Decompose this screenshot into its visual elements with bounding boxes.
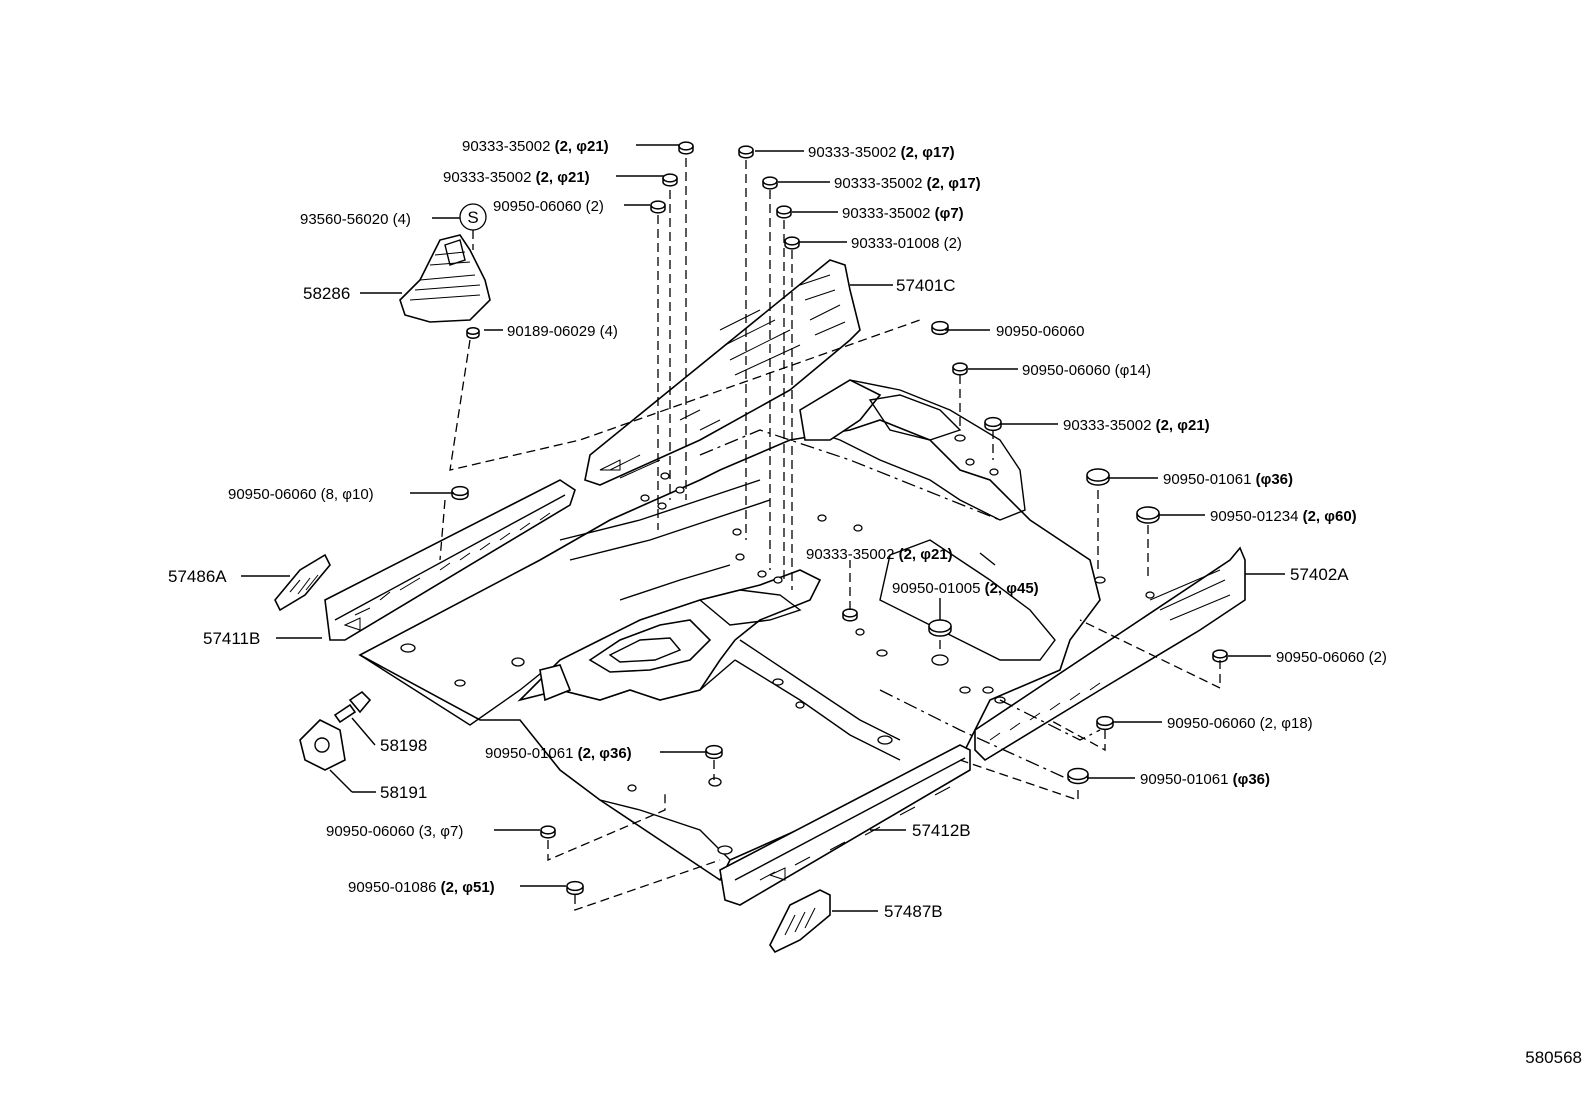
callout-c2: 90333-35002 (2, φ21) <box>443 169 590 186</box>
hole-plug-group <box>451 141 1228 896</box>
hole-plug-icon <box>1096 715 1114 731</box>
callout-c12: 90950-06060 <box>996 323 1084 340</box>
guide-lines <box>439 158 1221 911</box>
callout-c29: 90950-06060 (3, φ7) <box>326 823 463 840</box>
hole-plug-icon <box>984 416 1002 432</box>
hole-plug-icon <box>566 880 584 896</box>
hole-plug-icon <box>650 200 666 214</box>
clip-57486A <box>274 553 331 612</box>
hole-plug-icon <box>1067 767 1089 785</box>
figure-number: 580568 <box>1525 1048 1582 1067</box>
callout-c28: 58191 <box>380 783 427 802</box>
hole-plug-icon <box>1086 468 1110 486</box>
callout-c7: 90333-35002 (φ7) <box>842 205 964 222</box>
hole-plug-icon <box>762 176 778 190</box>
hole-plug-icon <box>466 326 480 340</box>
callout-c23: 90950-06060 (2) <box>1276 649 1387 666</box>
callout-c21: 90950-01005 (2, φ45) <box>892 580 1039 597</box>
hole-plug-icon <box>540 825 556 839</box>
service-symbol-letter: S <box>467 208 478 227</box>
callout-c31: 90950-01086 (2, φ51) <box>348 879 495 896</box>
hole-plug-icon <box>678 141 694 155</box>
hole-plug-icon <box>776 205 792 219</box>
clip-57487B <box>769 889 831 954</box>
floor-pan-illustration <box>358 379 1155 882</box>
scuff-plate-57402A <box>974 546 1246 762</box>
callout-labels: 90333-35002 (2, φ21) 90333-35002 (2, φ21… <box>168 138 1387 921</box>
callout-c32: 57487B <box>884 902 943 921</box>
hole-plug-icon <box>1136 506 1160 524</box>
leader-lines <box>241 144 1285 912</box>
callout-c4: 93560-56020 (4) <box>300 211 411 228</box>
callout-c16: 90950-06060 (8, φ10) <box>228 486 374 503</box>
callout-c19: 90333-35002 (2, φ21) <box>806 546 953 563</box>
callout-c11: 90189-06029 (4) <box>507 323 618 340</box>
scuff-plate-57412B <box>719 744 971 906</box>
scuff-plate-57401C <box>584 259 861 486</box>
callout-c5: 90333-35002 (2, φ17) <box>808 144 955 161</box>
callout-c30: 57412B <box>912 821 971 840</box>
callout-c27: 90950-01061 (φ36) <box>1140 771 1270 788</box>
shift-boot-58286 <box>399 234 491 323</box>
callout-c10: 58286 <box>303 284 350 303</box>
hole-plug-icon <box>1212 649 1228 663</box>
callout-c24: 90950-06060 (2, φ18) <box>1167 715 1313 732</box>
hole-plug-icon <box>662 173 678 187</box>
callout-c18: 57486A <box>168 567 227 586</box>
hole-plug-icon <box>928 619 952 637</box>
bolt-58198 <box>333 690 372 724</box>
hole-plug-icon <box>784 236 800 250</box>
scuff-plate-57411B <box>324 479 576 641</box>
callout-c22: 57411B <box>203 629 260 648</box>
callout-c9: 57401C <box>896 276 956 295</box>
callout-c20: 57402A <box>1290 565 1349 584</box>
callout-c15: 90950-01061 (φ36) <box>1163 471 1293 488</box>
hole-plug-icon <box>451 485 469 501</box>
bracket-58191 <box>299 719 346 771</box>
callout-c8: 90333-01008 (2) <box>851 235 962 252</box>
callout-c17: 90950-01234 (2, φ60) <box>1210 508 1357 525</box>
callout-c14: 90333-35002 (2, φ21) <box>1063 417 1210 434</box>
callout-c3: 90950-06060 (2) <box>493 198 604 215</box>
hole-plug-icon <box>842 608 858 622</box>
hole-plug-icon <box>738 145 754 159</box>
hole-plug-icon <box>952 362 968 376</box>
hole-plug-icon <box>705 744 723 760</box>
service-symbol: S <box>459 203 487 231</box>
hole-plug-icon <box>931 320 949 336</box>
callout-c1: 90333-35002 (2, φ21) <box>462 138 609 155</box>
callout-c26: 90950-01061 (2, φ36) <box>485 745 632 762</box>
callout-c13: 90950-06060 (φ14) <box>1022 362 1151 379</box>
callout-c6: 90333-35002 (2, φ17) <box>834 175 981 192</box>
callout-c25: 58198 <box>380 736 427 755</box>
